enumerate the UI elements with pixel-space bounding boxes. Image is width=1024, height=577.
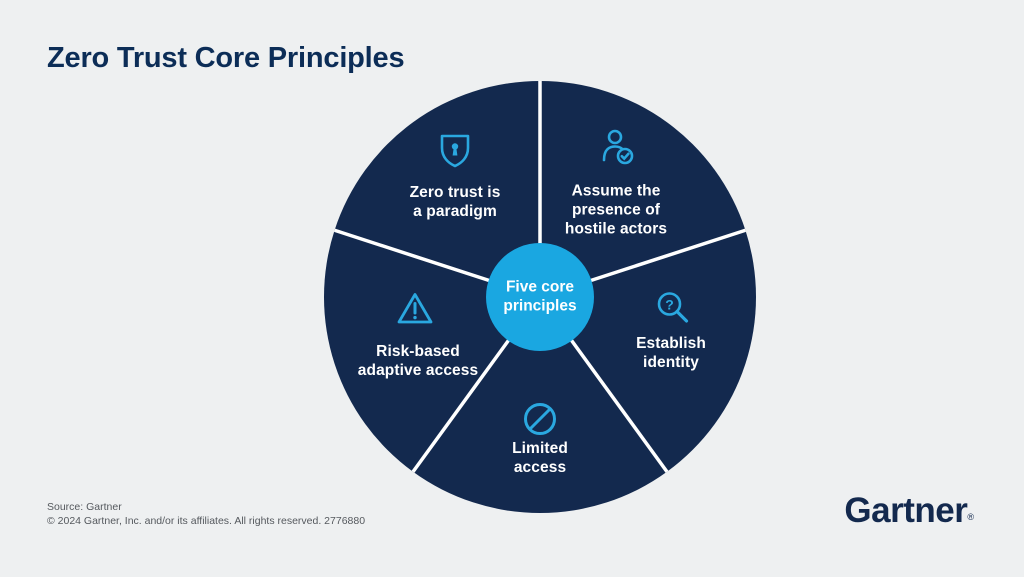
segment-label-establish-identity: Establish identity [636, 335, 706, 371]
wedge-zero-trust-paradigm [334, 81, 540, 297]
shield-lock-icon [440, 134, 470, 168]
center-circle [486, 243, 594, 351]
wedge-hostile-actors [540, 81, 746, 297]
person-check-icon [602, 129, 634, 165]
center-circle-label: Five core principles [503, 278, 577, 314]
segment-label-zero-trust-paradigm: Zero trust is a paradigm [409, 184, 501, 220]
pie-wedges [323, 81, 757, 514]
magnifier-question-icon: ? [657, 292, 689, 323]
gartner-wordmark: Gartner [844, 491, 968, 530]
footer: Source: Gartner © 2024 Gartner, Inc. and… [47, 500, 365, 528]
segment-label-hostile-actors: Assume the presence of hostile actors [564, 182, 668, 238]
wedge-establish-identity [540, 230, 757, 472]
registered-mark: ® [967, 512, 974, 522]
question-glyph: ? [665, 297, 674, 313]
warning-triangle-icon [397, 293, 433, 324]
segment-label-risk-based: Risk-based adaptive access [357, 343, 479, 379]
gartner-logo: Gartner® [844, 493, 974, 528]
copyright-text: © 2024 Gartner, Inc. and/or its affiliat… [47, 515, 366, 527]
source-text: Source: Gartner [47, 501, 122, 513]
segment-label-limited-access: Limited access [512, 440, 568, 476]
wedge-risk-based [323, 230, 540, 472]
no-entry-icon [524, 403, 556, 435]
page-title: Zero Trust Core Principles [47, 42, 405, 74]
